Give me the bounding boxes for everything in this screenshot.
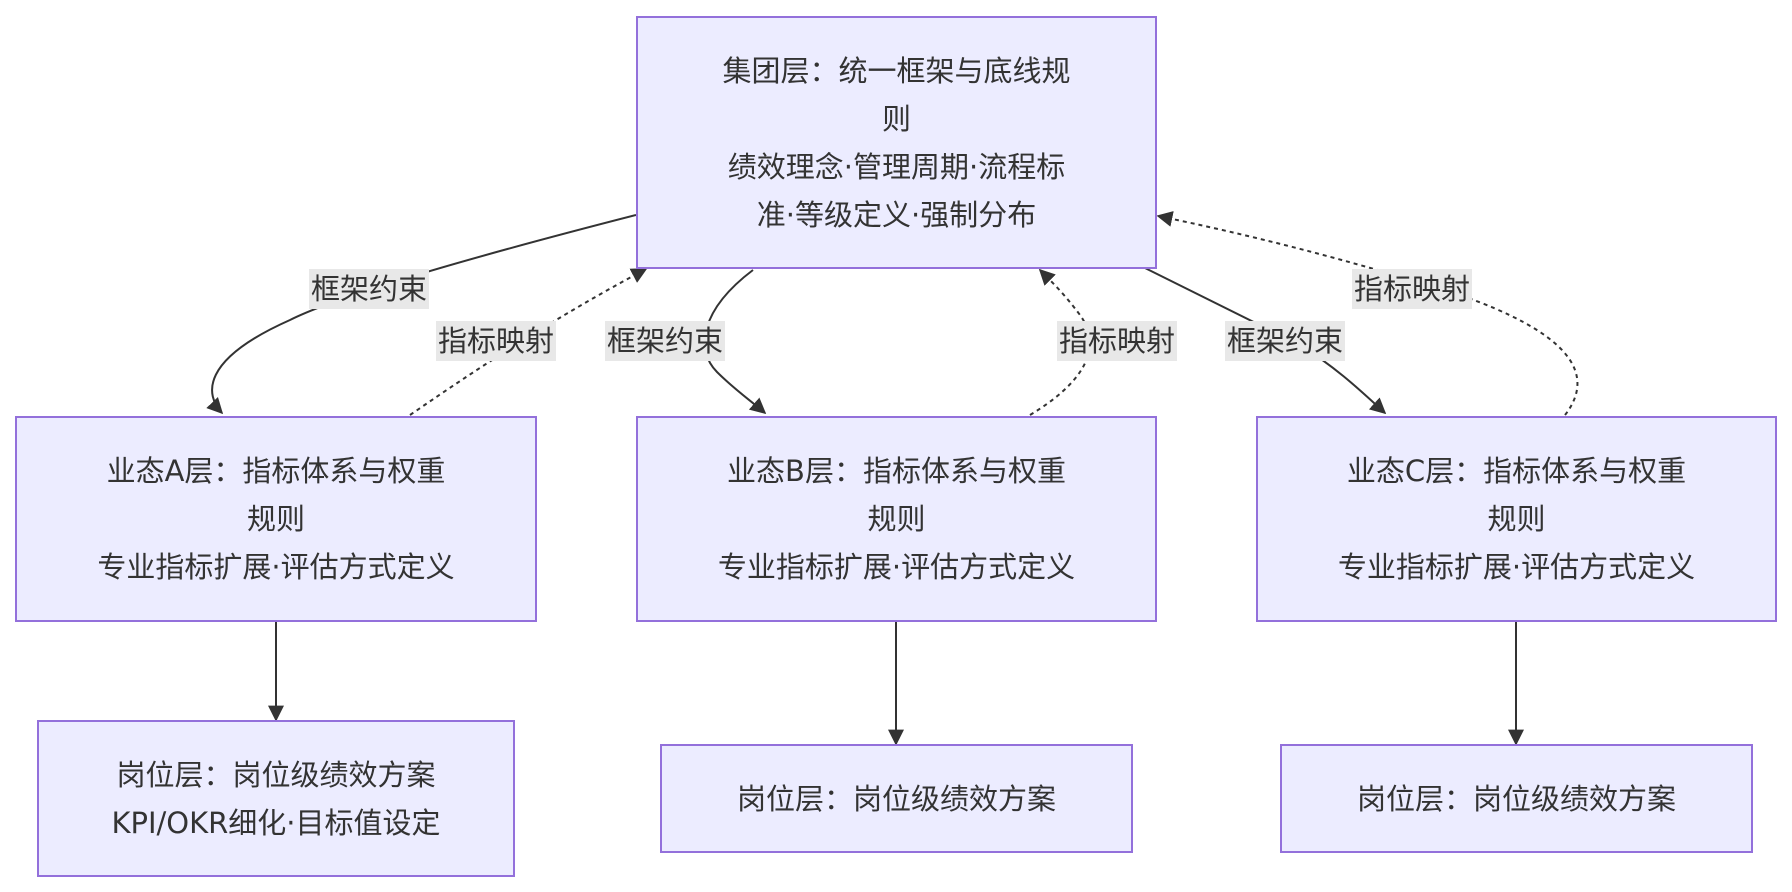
edge-label-framework-a: 框架约束 — [309, 269, 430, 309]
group-line-3: 绩效理念·管理周期·流程标 — [727, 149, 1066, 184]
biz-a-layer-node: 业态A层：指标体系与权重 规则 专业指标扩展·评估方式定义 — [15, 416, 537, 622]
biz-b-line-3: 专业指标扩展·评估方式定义 — [717, 550, 1076, 584]
edge-group-to-biz-b — [703, 269, 767, 415]
biz-c-line-3: 专业指标扩展·评估方式定义 — [1337, 550, 1696, 584]
edge-label-framework-c: 框架约束 — [1225, 321, 1346, 361]
edge-label-mapping-b: 指标映射 — [1057, 321, 1178, 361]
post-b-layer-node: 岗位层：岗位级绩效方案 — [660, 744, 1133, 853]
biz-b-line-2: 规则 — [867, 502, 926, 536]
post-a-line-2: KPI/OKR细化·目标值设定 — [111, 805, 441, 840]
post-c-line-1: 岗位层：岗位级绩效方案 — [1356, 781, 1676, 816]
edge-label-mapping-a: 指标映射 — [436, 321, 557, 361]
biz-a-line-3: 专业指标扩展·评估方式定义 — [97, 550, 455, 584]
group-line-1: 集团层：统一框架与底线规 — [722, 53, 1071, 88]
post-a-layer-node: 岗位层：岗位级绩效方案 KPI/OKR细化·目标值设定 — [37, 720, 515, 877]
edge-label-mapping-c: 指标映射 — [1352, 269, 1473, 309]
biz-c-line-1: 业态C层：指标体系与权重 — [1346, 454, 1687, 488]
post-a-line-1: 岗位层：岗位级绩效方案 — [116, 757, 436, 792]
post-c-layer-node: 岗位层：岗位级绩效方案 — [1280, 744, 1753, 853]
edge-biz-c-to-group — [1156, 211, 1579, 416]
biz-b-line-1: 业态B层：指标体系与权重 — [727, 454, 1066, 488]
biz-a-line-1: 业态A层：指标体系与权重 — [106, 454, 446, 488]
group-layer-node: 集团层：统一框架与底线规 则 绩效理念·管理周期·流程标 准·等级定义·强制分布 — [636, 16, 1157, 269]
post-b-line-1: 岗位层：岗位级绩效方案 — [736, 781, 1056, 816]
edge-group-to-biz-a — [206, 214, 637, 415]
group-line-4: 准·等级定义·强制分布 — [756, 197, 1037, 232]
biz-b-layer-node: 业态B层：指标体系与权重 规则 专业指标扩展·评估方式定义 — [636, 416, 1157, 622]
edge-label-framework-b: 框架约束 — [605, 321, 726, 361]
group-line-2: 则 — [881, 101, 911, 136]
biz-c-line-2: 规则 — [1487, 502, 1546, 536]
biz-c-layer-node: 业态C层：指标体系与权重 规则 专业指标扩展·评估方式定义 — [1256, 416, 1777, 622]
biz-a-line-2: 规则 — [246, 502, 305, 536]
